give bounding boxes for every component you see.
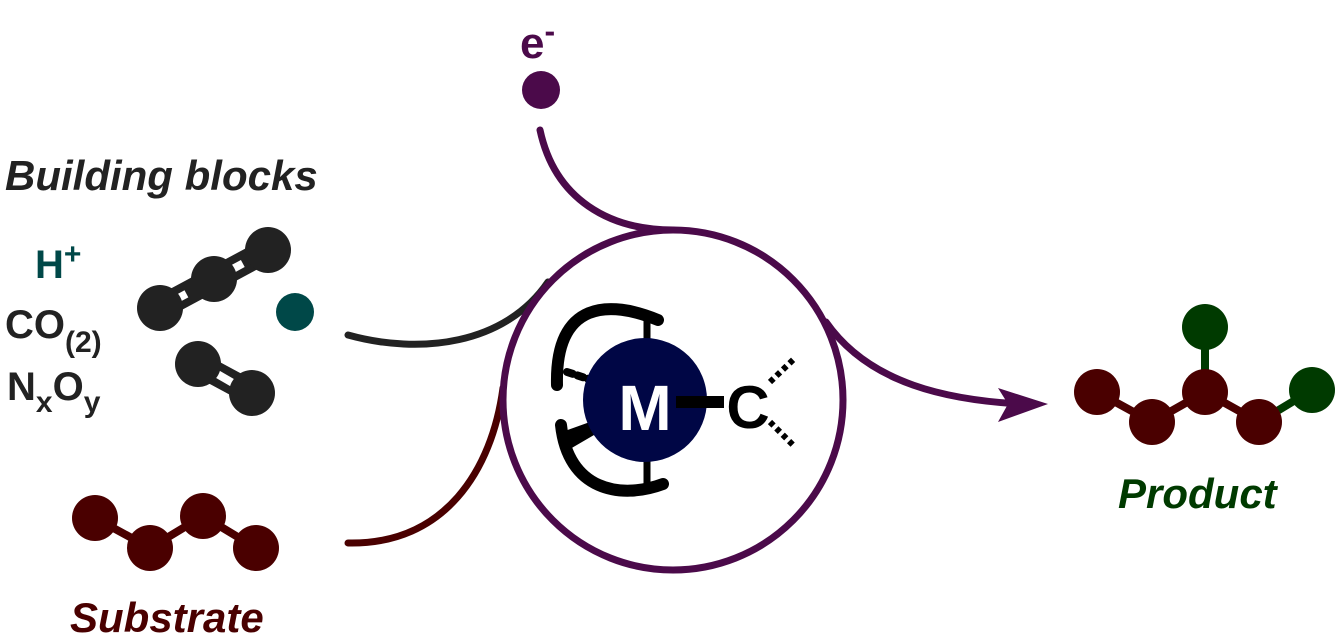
hashed-bonds	[767, 355, 798, 450]
product-molecule	[1074, 304, 1335, 445]
carbon-oxide-label: CO(2)	[5, 303, 102, 359]
proton-label: H+	[35, 238, 81, 287]
metal-label: M	[618, 372, 671, 444]
nitrogen-oxide-label: NxOy	[7, 365, 101, 419]
metal-center	[583, 338, 707, 462]
product-flow-arrow	[822, 318, 1024, 408]
substrate-molecule	[72, 493, 279, 571]
diatomic-molecule	[175, 341, 275, 416]
electron-flow-curve	[536, 126, 677, 234]
electron-label: e-	[520, 13, 555, 68]
triatomic-molecule	[137, 227, 291, 331]
product-label: Product	[1118, 470, 1279, 517]
proton-dot	[276, 293, 314, 331]
electron-dot	[522, 71, 560, 109]
building-blocks-title: Building blocks	[5, 152, 318, 199]
carbon-label: C	[726, 374, 769, 441]
arrowhead-icon	[998, 388, 1048, 422]
substrate-flow-curve	[344, 384, 507, 547]
substrate-label: Substrate	[70, 594, 264, 640]
